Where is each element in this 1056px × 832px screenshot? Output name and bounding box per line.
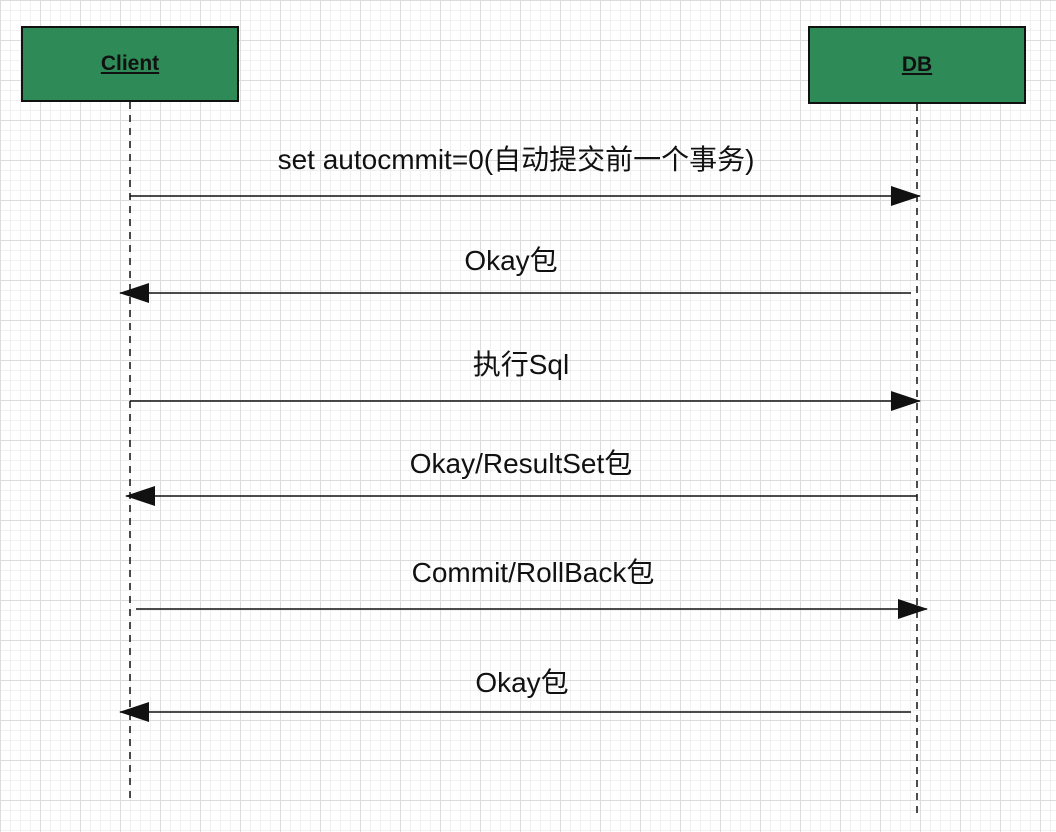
message-label-4: Okay/ResultSet包: [410, 448, 633, 479]
actor-client-box: Client: [21, 26, 239, 102]
message-label-5: Commit/RollBack包: [412, 557, 655, 588]
message-label-6: Okay包: [475, 667, 568, 698]
actor-db-label: DB: [901, 53, 933, 76]
messages-group: set autocmmit=0(自动提交前一个事务) Okay包 执行Sql O…: [119, 144, 928, 722]
message-label-1: set autocmmit=0(自动提交前一个事务): [278, 144, 755, 175]
message-2: Okay包: [119, 245, 911, 303]
message-4: Okay/ResultSet包: [125, 448, 917, 506]
message-label-2: Okay包: [464, 245, 557, 276]
actor-client-label: Client: [100, 52, 160, 75]
message-3: 执行Sql: [130, 349, 921, 411]
message-1: set autocmmit=0(自动提交前一个事务): [130, 144, 921, 206]
actor-db-box: DB: [808, 26, 1026, 104]
message-label-3: 执行Sql: [473, 349, 569, 380]
message-6: Okay包: [119, 667, 911, 722]
message-5: Commit/RollBack包: [136, 557, 928, 619]
